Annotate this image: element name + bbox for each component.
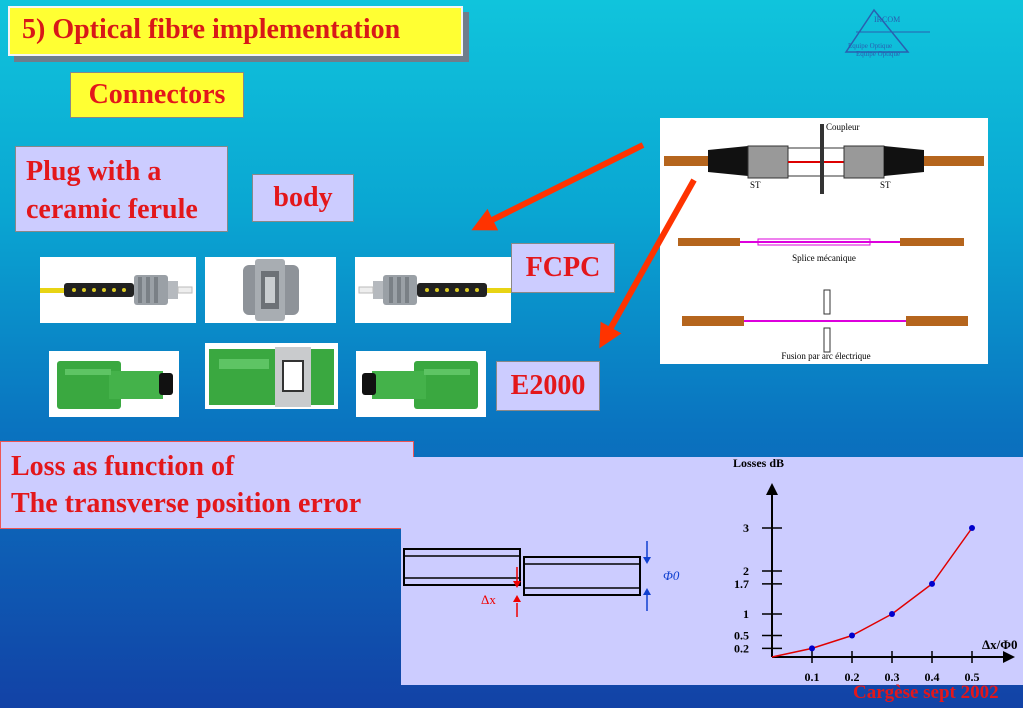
loss-point-4 xyxy=(929,580,935,587)
loss-point-1 xyxy=(809,645,815,652)
y-tick-label-3: 1 xyxy=(743,607,749,621)
y-tick-label-5: 0.2 xyxy=(734,641,749,655)
arrow-to-fcpc xyxy=(471,142,645,231)
logo-line-1: IRCOM xyxy=(874,15,900,24)
loss-point-3 xyxy=(889,611,895,617)
plug-label: Plug with a ceramic ferule xyxy=(15,146,228,232)
y-tick-label-0: 3 xyxy=(743,521,749,535)
loss-heading-line-1: Loss as function of xyxy=(11,451,235,482)
x-tick-label-1: 0.2 xyxy=(845,670,860,684)
y-tick-label-1: 2 xyxy=(743,564,749,578)
y-axis-title: Losses dB xyxy=(733,457,784,470)
fcpc-body-image xyxy=(205,257,336,323)
body-label: body xyxy=(252,174,354,222)
loss-point-2 xyxy=(849,632,855,639)
fcpc-label: FCPC xyxy=(511,243,615,293)
dx-label: Δx xyxy=(481,592,496,607)
x-tick-label-3: 0.4 xyxy=(925,670,940,684)
ircom-logo: IRCOM Equipe Optique Equipe Optique xyxy=(844,8,930,58)
plug-label-line-2: ceramic ferule xyxy=(26,194,198,225)
e2000-plug-right-image xyxy=(356,351,486,417)
logo-line-2: Equipe Optique xyxy=(848,42,892,50)
st-left-label: ST xyxy=(750,180,761,190)
phi-label: Φ0 xyxy=(663,568,680,583)
e2000-body-image xyxy=(205,343,338,409)
st-right-label: ST xyxy=(880,180,891,190)
loss-heading-line-2: The transverse position error xyxy=(11,488,362,519)
coupleur-label: Coupleur xyxy=(826,122,860,132)
y-tick-label-4: 0.5 xyxy=(734,629,749,643)
slide-title: 5) Optical fibre implementation xyxy=(8,6,463,56)
loss-curve xyxy=(771,525,975,658)
loss-line xyxy=(771,527,973,658)
e2000-plug-left-image xyxy=(49,351,179,417)
x-tick-label-0: 0.1 xyxy=(805,670,820,684)
x-tick-label-4: 0.5 xyxy=(965,670,980,684)
fcpc-plug-left-image xyxy=(40,257,196,323)
y-tick-label-2: 1.7 xyxy=(734,577,749,591)
logo-line-3: Equipe Optique xyxy=(856,50,900,58)
x-axis-title: Δx/Φ0 xyxy=(982,637,1018,652)
fusion-label: Fusion par arc électrique xyxy=(781,351,870,361)
plug-label-line-1: Plug with a xyxy=(26,156,162,187)
e2000-label: E2000 xyxy=(496,361,600,411)
footer-text: Cargèse sept 2002 xyxy=(853,682,999,703)
arrow-to-e2000 xyxy=(599,178,697,349)
splice-label: Splice mécanique xyxy=(792,253,856,263)
connectors-heading: Connectors xyxy=(70,72,244,118)
x-tick-label-2: 0.3 xyxy=(885,670,900,684)
loss-point-5 xyxy=(969,525,975,531)
splice-diagram: Coupleur ST ST Splice mécanique Fusion p… xyxy=(660,118,988,364)
fcpc-plug-right-image xyxy=(355,257,511,323)
loss-heading: Loss as function of The transverse posit… xyxy=(0,441,414,529)
